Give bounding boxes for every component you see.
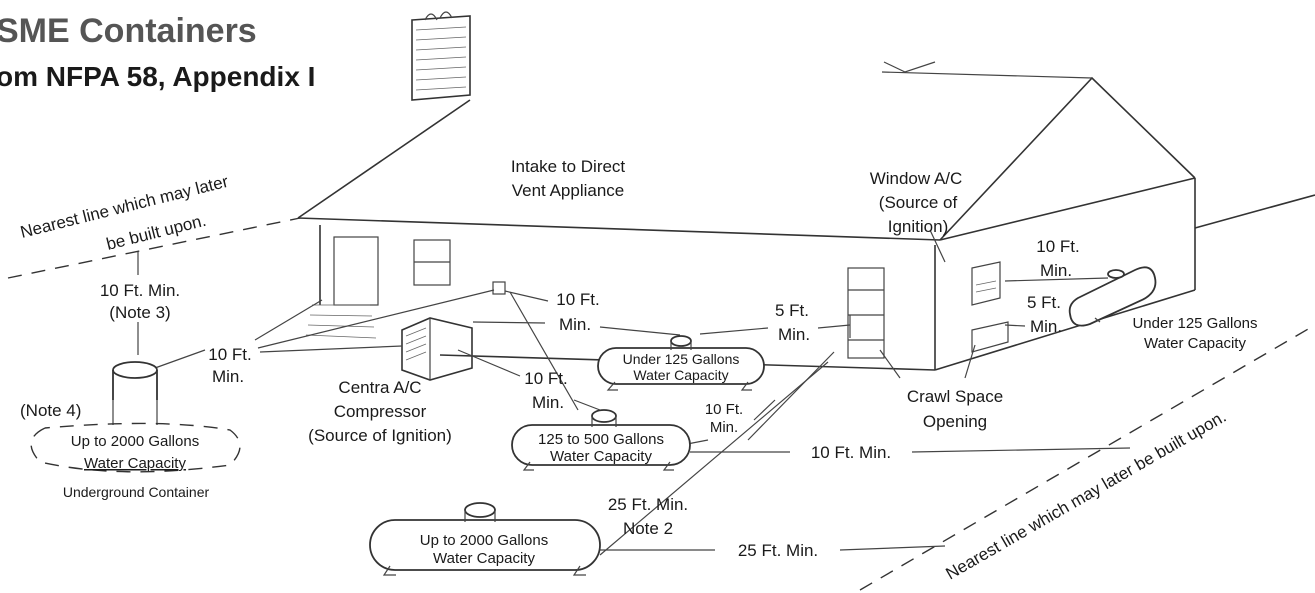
ten-ft-min-line-label: 10 Ft. Min. [811, 443, 891, 462]
window-ac-label-3: Ignition) [888, 217, 948, 236]
twentyfive-ft-label-1: 25 Ft. Min. [608, 495, 688, 514]
tank-under-125-right [1068, 266, 1157, 327]
house-roof [297, 61, 1196, 241]
window-ac-label-2: (Source of [879, 193, 958, 212]
nearest-line-right-text: Nearest line which may later be built up… [943, 407, 1230, 584]
note4-label: (Note 4) [20, 401, 81, 420]
distance-lines [137, 229, 1131, 556]
compressor-10ft-label: 10 Ft. [524, 369, 567, 388]
crawl-min-label: Min. [1030, 317, 1062, 336]
center-5ft-label: 5 Ft. [775, 301, 809, 320]
left-min-label: Min. [212, 367, 244, 386]
crawl-space-label-1: Crawl Space [907, 387, 1003, 406]
tank-125-500 [511, 409, 691, 471]
tank-125-500-label-2: Water Capacity [550, 448, 652, 465]
note3-distance-label: 10 Ft. Min. [100, 281, 180, 300]
lower-10ft-label: 10 Ft. [705, 401, 743, 418]
note3-label: (Note 3) [109, 303, 170, 322]
window-ac-label-1: Window A/C [870, 169, 963, 188]
diagram-subtitle: om NFPA 58, Appendix I [0, 61, 315, 92]
lot-line-left [7, 217, 301, 279]
intake-10ft-label: 10 Ft. [556, 290, 599, 309]
central-ac-compressor [401, 317, 473, 381]
twentyfive-ft-label-2: Note 2 [623, 519, 673, 538]
lower-min-label: Min. [710, 419, 738, 436]
tank-2000-label-2: Water Capacity [433, 550, 535, 567]
underground-tank-label-1: Up to 2000 Gallons [71, 433, 199, 450]
right-tank-label-1: Under 125 Gallons [1132, 315, 1257, 332]
window-ac-min-label: Min. [1040, 261, 1072, 280]
tank-2000-label-1: Up to 2000 Gallons [420, 532, 548, 549]
chimney [411, 11, 471, 101]
compressor-min-label: Min. [532, 393, 564, 412]
tank-2000-bottom [369, 502, 601, 576]
right-tank-label-2: Water Capacity [1144, 335, 1246, 352]
underground-container [30, 361, 241, 473]
center-tank-label-2: Water Capacity [633, 367, 728, 383]
lot-line-right [859, 324, 1315, 591]
underground-container-label: Underground Container [63, 484, 210, 500]
diagram-title: SME Containers [0, 12, 257, 50]
intake-vent [492, 281, 506, 295]
tank-under-125-center [597, 335, 765, 391]
intake-label-1: Intake to Direct [511, 157, 626, 176]
intake-min-label: Min. [559, 315, 591, 334]
house-walls [305, 178, 1196, 371]
twentyfive-ft-line-label: 25 Ft. Min. [738, 541, 818, 560]
window-ac-10ft-label: 10 Ft. [1036, 237, 1079, 256]
labels: Nearest line which may later be built up… [18, 157, 1257, 583]
crawl-5ft-label: 5 Ft. [1027, 293, 1061, 312]
central-ac-label-3: (Source of Ignition) [308, 426, 452, 445]
central-ac-label-1: Centra A/C [338, 378, 421, 397]
intake-label-2: Vent Appliance [512, 181, 624, 200]
central-ac-label-2: Compressor [334, 402, 427, 421]
crawl-space-label-2: Opening [923, 412, 987, 431]
left-10ft-label: 10 Ft. [208, 345, 251, 364]
underground-tank-label-2: Water Capacity [84, 455, 186, 472]
center-tank-label-1: Under 125 Gallons [623, 351, 740, 367]
tank-125-500-label-1: 125 to 500 Gallons [538, 431, 664, 448]
center-min-label: Min. [778, 325, 810, 344]
